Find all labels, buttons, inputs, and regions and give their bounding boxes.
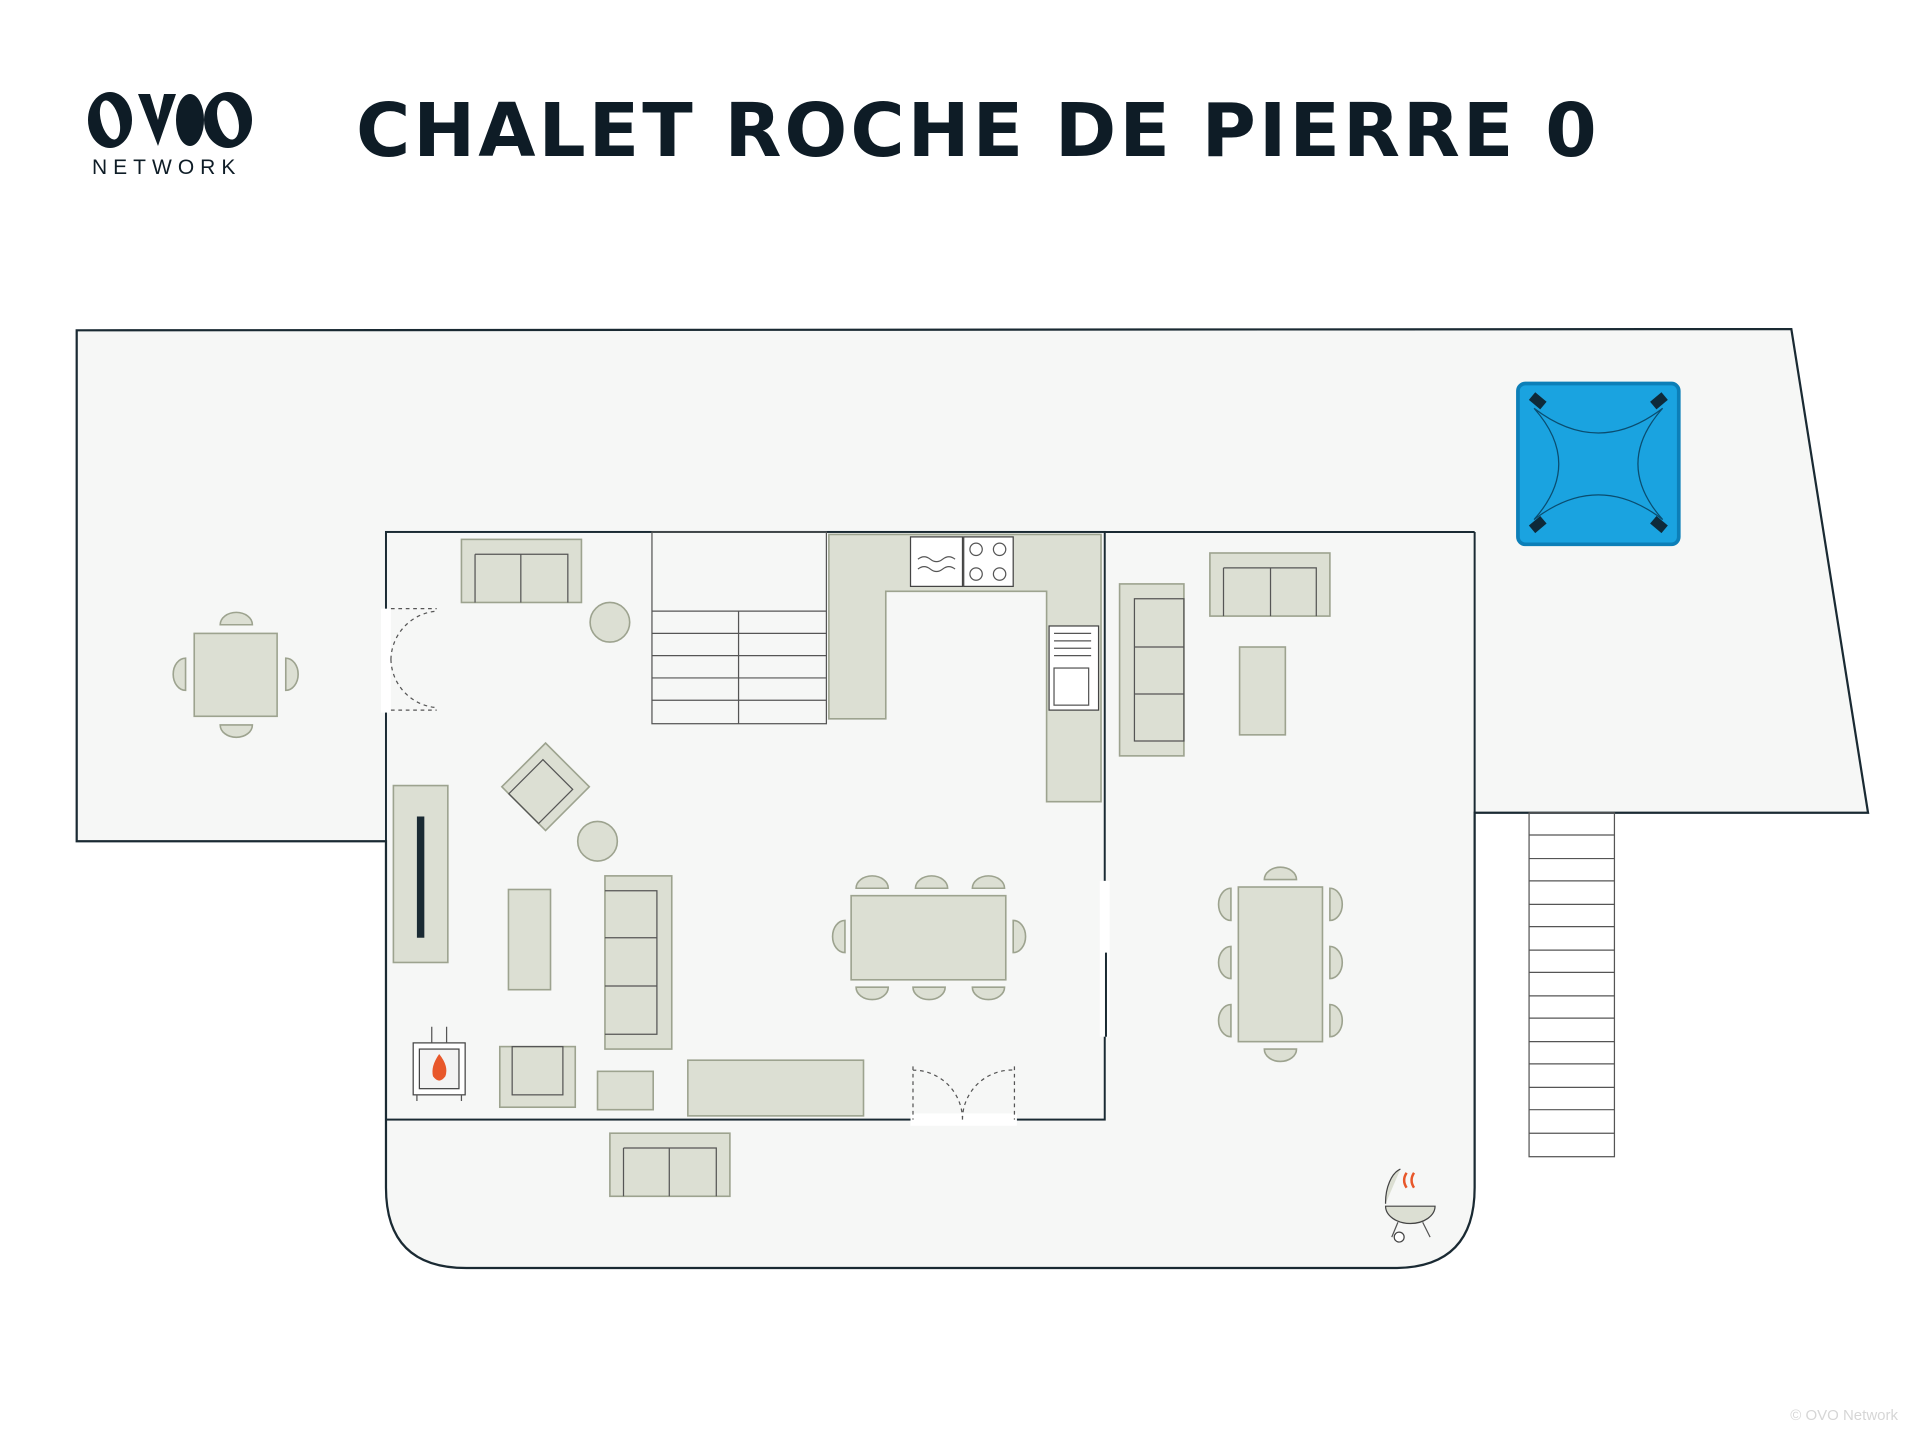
deck-table xyxy=(172,611,299,739)
fireplace-icon xyxy=(412,1026,466,1102)
logo-subtitle: NETWORK xyxy=(92,156,242,179)
copyright: © OVO Network xyxy=(1790,1407,1898,1424)
bbq-grill-icon xyxy=(1384,1168,1436,1243)
coffee-table xyxy=(1238,646,1287,736)
tv-console xyxy=(392,784,449,964)
left-double-door[interactable] xyxy=(381,608,437,713)
armchair xyxy=(498,1045,577,1109)
dining-table-outdoor xyxy=(1217,866,1344,1063)
side-table xyxy=(576,820,619,862)
ottoman xyxy=(596,1070,654,1111)
coffee-table xyxy=(507,888,552,991)
exterior-staircase xyxy=(1528,812,1616,1158)
interior-staircase xyxy=(651,531,828,725)
sofa xyxy=(1209,552,1331,617)
cooktop-icon xyxy=(963,536,1014,588)
ovo-logo xyxy=(88,92,252,148)
armchair xyxy=(500,741,591,832)
side-table xyxy=(589,601,631,643)
dining-table-interior xyxy=(831,875,1027,1001)
sofa xyxy=(460,538,583,604)
right-sliding-door[interactable] xyxy=(1099,880,1110,1037)
sofa xyxy=(609,1132,731,1198)
sofa xyxy=(604,875,673,1050)
kitchen-counter xyxy=(828,533,1102,803)
page-title: CHALET ROCHE DE PIERRE 0 xyxy=(356,88,1600,174)
bottom-double-door[interactable] xyxy=(910,1066,1017,1126)
hot-tub-icon xyxy=(1516,381,1681,547)
kitchen-island xyxy=(687,1059,865,1117)
sofa xyxy=(1118,583,1185,757)
